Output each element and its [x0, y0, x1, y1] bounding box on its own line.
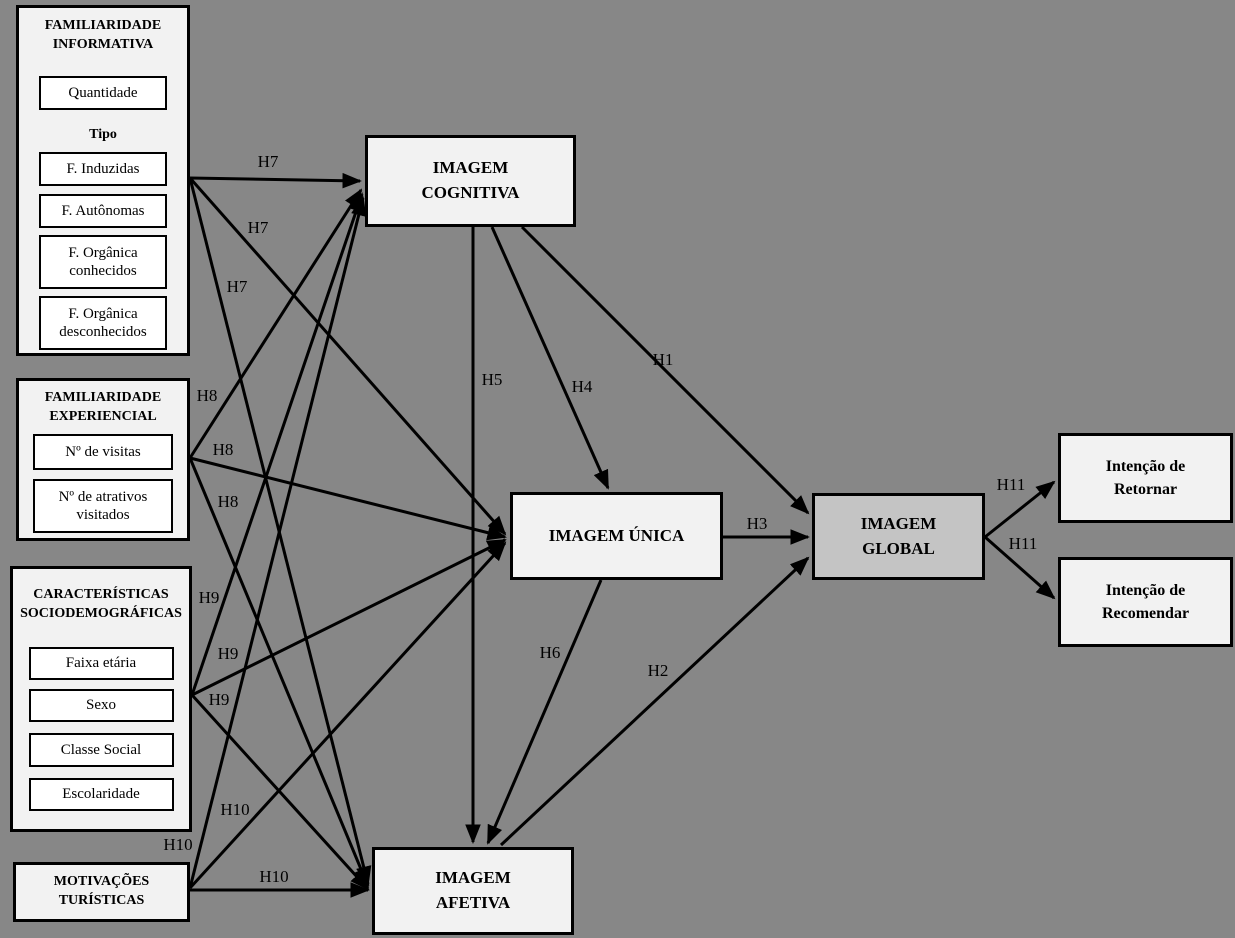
hypothesis-label-h8-experiencial-afetiva: H8 — [217, 492, 239, 511]
construct-imagem-cognitiva: IMAGEM COGNITIVA — [365, 135, 576, 227]
indicator-f-organica-conhecidos: F. Orgânica conhecidos — [39, 234, 167, 289]
hypothesis-label-h10-motivacoes-unica: H10 — [163, 835, 193, 854]
hypothesis-label-h2-afetiva-global: H2 — [647, 661, 669, 680]
subtitle-tipo: Tipo — [89, 126, 117, 142]
hypothesis-label-h7-informativa-afetiva: H7 — [226, 277, 248, 296]
panel-title: MOTIVAÇÕES TURÍSTICAS — [53, 874, 150, 908]
hypothesis-label-h8-experiencial-unica: H8 — [212, 440, 234, 459]
outcome-intencao-retornar: Intenção de Retornar — [1058, 433, 1233, 523]
hypothesis-label-h11-global-retornar: H11 — [996, 475, 1026, 494]
indicator-f-induzidas: F. Induzidas — [39, 151, 167, 186]
hypothesis-label-h9-sociodemograficas-unica: H9 — [217, 644, 239, 663]
edge-motivacoes-to-unica — [188, 541, 507, 890]
hypothesis-label-h9-sociodemograficas-afetiva: H9 — [208, 690, 230, 709]
construct-motivacoes-turisticas: MOTIVAÇÕES TURÍSTICAS — [13, 862, 190, 922]
hypothesis-label-h10-motivacoes-cognitiva: H10 — [220, 800, 250, 819]
hypothesis-label-h1-cognitiva-global: H1 — [652, 350, 674, 369]
panel-title: CARACTERÍSTICAS SOCIODEMOGRÁFICAS — [20, 587, 182, 621]
edge-informativa-to-cognitiva — [189, 172, 362, 189]
edge-motivacoes-to-cognitiva — [188, 196, 367, 889]
indicator-quantidade: Quantidade — [39, 75, 167, 110]
outcome-intencao-recomendar: Intenção de Recomendar — [1058, 557, 1233, 647]
hypothesis-label-h10-motivacoes-afetiva: H10 — [259, 867, 289, 886]
indicator-classe-social: Classe Social — [28, 732, 174, 767]
construct-familiaridade-experiencial: FAMILIARIDADE EXPERIENCIAL Nº de visitas… — [16, 378, 190, 541]
hypothesis-label-h11-global-recomendar: H11 — [1008, 534, 1038, 553]
construct-imagem-unica: IMAGEM ÚNICA — [510, 492, 723, 580]
construct-imagem-global: IMAGEM GLOBAL — [812, 493, 985, 580]
edge-informativa-to-unica — [188, 177, 507, 536]
hypothesis-label-h4-cognitiva-unica: H4 — [571, 377, 593, 396]
hypothesis-label-h6-unica-afetiva: H6 — [539, 643, 561, 662]
panel-title: FAMILIARIDADE EXPERIENCIAL — [44, 390, 162, 424]
edge-unica-to-afetiva — [486, 579, 603, 845]
hypothesis-label-h3-unica-global: H3 — [746, 514, 768, 533]
edge-cognitiva-to-global — [520, 225, 810, 515]
indicator-f-organica-desconhecidos: F. Orgânica desconhecidos — [39, 295, 167, 350]
panel-title: FAMILIARIDADE INFORMATIVA — [44, 18, 162, 52]
hypothesis-label-h8-experiencial-cognitiva: H8 — [196, 386, 218, 405]
indicator-sexo: Sexo — [28, 688, 174, 722]
indicator-f-autonomas: F. Autônomas — [39, 193, 167, 228]
edge-informativa-to-afetiva — [188, 177, 372, 886]
construct-familiaridade-informativa: FAMILIARIDADE INFORMATIVA Quantidade Tip… — [16, 5, 190, 356]
edge-cognitiva-to-unica — [490, 226, 610, 490]
hypothesis-label-h7-informativa-cognitiva: H7 — [257, 152, 279, 171]
edge-experiencial-to-cognitiva — [188, 188, 363, 459]
hypothesis-label-h7-informativa-unica: H7 — [247, 218, 269, 237]
construct-imagem-afetiva: IMAGEM AFETIVA — [372, 847, 574, 935]
edge-afetiva-to-global — [499, 556, 810, 847]
hypothesis-label-h5-cognitiva-afetiva: H5 — [481, 370, 503, 389]
indicator-faixa-etaria: Faixa etária — [28, 646, 174, 680]
edge-sociodemograficas-to-afetiva — [190, 693, 370, 891]
edge-experiencial-to-afetiva — [188, 457, 370, 888]
edge-sociodemograficas-to-unica — [191, 538, 507, 697]
hypothesis-label-h9-sociodemograficas-cognitiva: H9 — [198, 588, 220, 607]
indicator-num-atrativos: Nº de atrativos visitados — [33, 478, 173, 533]
indicator-num-visitas: Nº de visitas — [33, 433, 173, 470]
indicator-escolaridade: Escolaridade — [28, 777, 174, 811]
construct-caracteristicas-sociodemograficas: CARACTERÍSTICAS SOCIODEMOGRÁFICAS Faixa … — [10, 566, 192, 832]
